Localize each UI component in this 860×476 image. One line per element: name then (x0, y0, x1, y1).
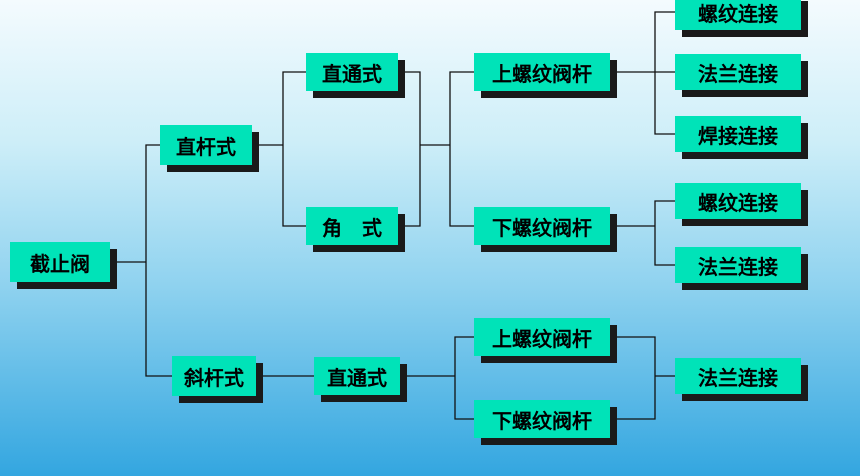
node-inclined-stem: 斜杆式 (172, 356, 256, 396)
connector-upper-thread-a-split (654, 11, 675, 135)
node-straight-through-b: 直通式 (314, 357, 400, 395)
node-flange-connection-2: 法兰连接 (675, 247, 801, 283)
node-globe-valve: 截止阀 (10, 242, 110, 282)
node-threaded-connection-1: 螺纹连接 (675, 0, 801, 30)
node-straight-stem: 直杆式 (160, 125, 252, 165)
node-angle-type: 角 式 (306, 207, 398, 245)
node-flange-connection-1: 法兰连接 (675, 54, 801, 90)
connector-merge-left (398, 71, 421, 227)
node-lower-thread-stem-a: 下螺纹阀杆 (474, 207, 610, 245)
connector-lower-thread-a-split (654, 200, 675, 266)
connector-thread-b-merge (610, 336, 656, 420)
node-lower-thread-stem-b: 下螺纹阀杆 (474, 400, 610, 438)
node-upper-thread-stem-b: 上螺纹阀杆 (474, 318, 610, 356)
node-upper-thread-stem-a: 上螺纹阀杆 (474, 53, 610, 91)
connector-straight-stem-split (282, 71, 306, 227)
connector-root-split (145, 144, 172, 377)
node-straight-through-a: 直通式 (306, 53, 398, 91)
node-flange-connection-3: 法兰连接 (675, 358, 801, 394)
node-threaded-connection-2: 螺纹连接 (675, 183, 801, 219)
connector-merge-right (449, 71, 474, 227)
connector-straight-through-b-split (454, 336, 474, 420)
node-welded-connection-1: 焊接连接 (675, 116, 801, 152)
